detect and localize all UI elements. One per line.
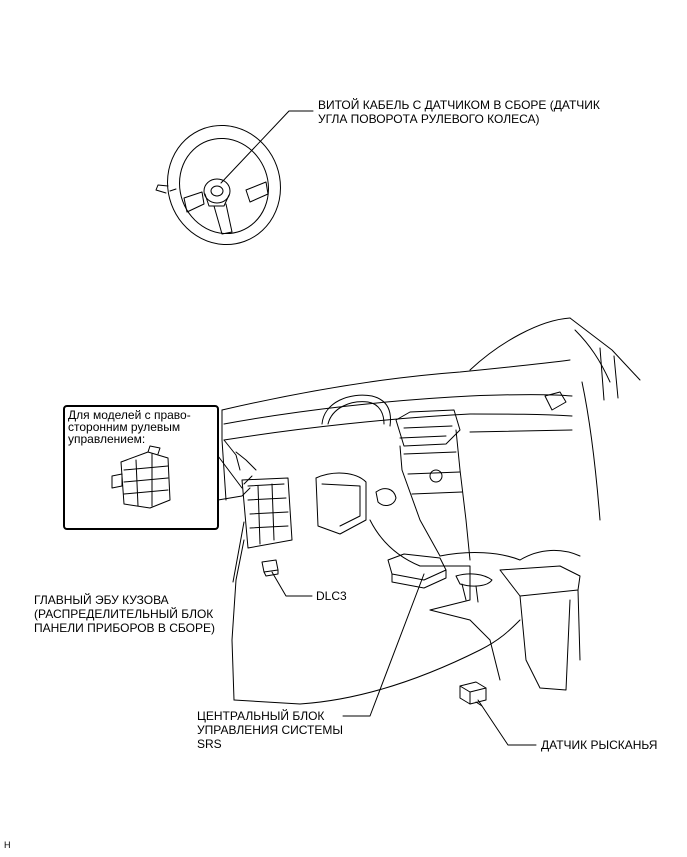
spiral-cable-label-line2: УГЛА ПОВОРОТА РУЛЕВОГО КОЛЕСА)	[318, 112, 540, 126]
yaw-sensor-label: ДАТЧИК РЫСКАНЬЯ	[541, 738, 658, 752]
rhd-inset-caption-line3: управлением:	[68, 432, 146, 446]
rhd-inset-caption-line1: Для моделей с право-	[68, 408, 191, 422]
rhd-inset-box	[63, 405, 243, 530]
dlc3-leader	[271, 571, 313, 597]
srs-center-label-line2: УПРАВЛЕНИЯ СИСТЕМЫ	[197, 723, 344, 737]
srs-center-leader	[342, 573, 425, 717]
srs-center-label-line3: SRS	[197, 737, 222, 751]
dashboard-body	[221, 317, 641, 705]
steering-wheel	[155, 124, 281, 246]
spiral-cable-label-line1: ВИТОЙ КАБЕЛЬ С ДАТЧИКОМ В СБОРЕ (ДАТЧИК	[318, 98, 600, 112]
main-body-ecu-label-line1: ГЛАВНЫЙ ЭБУ КУЗОВА	[34, 593, 169, 607]
rhd-inset-caption-line2: сторонним рулевым	[68, 420, 181, 434]
main-body-ecu-label: ГЛАВНЫЙ ЭБУ КУЗОВА (РАСПРЕДЕЛИТЕЛЬНЫЙ БЛ…	[34, 593, 215, 635]
spiral-cable-leader	[220, 110, 314, 184]
main-body-ecu-leader	[232, 521, 245, 583]
srs-center-label: ЦЕНТРАЛЬНЫЙ БЛОК УПРАВЛЕНИЯ СИСТЕМЫ SRS	[197, 709, 343, 751]
yaw-rate-sensor	[459, 681, 487, 707]
main-body-ecu-label-line2: (РАСПРЕДЕЛИТЕЛЬНЫЙ БЛОК	[34, 607, 214, 621]
corner-mark: H	[4, 840, 11, 850]
yaw-sensor-leader	[477, 699, 537, 746]
srs-center-label-line1: ЦЕНТРАЛЬНЫЙ БЛОК	[197, 709, 325, 723]
dlc3-label: DLC3	[316, 589, 347, 603]
spiral-cable-label: ВИТОЙ КАБЕЛЬ С ДАТЧИКОМ В СБОРЕ (ДАТЧИК …	[318, 98, 600, 126]
main-body-ecu-label-line3: ПАНЕЛИ ПРИБОРОВ В СБОРЕ)	[34, 621, 215, 635]
rhd-inset-caption: Для моделей с право- сторонним рулевым у…	[68, 409, 191, 445]
